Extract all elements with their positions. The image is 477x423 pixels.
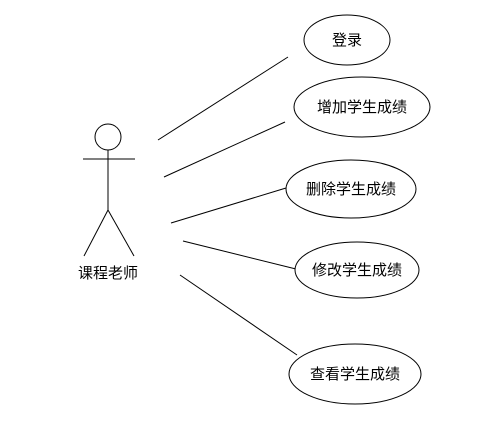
association-line-delete-grades (170, 187, 287, 224)
actor-head (94, 123, 122, 151)
use-case-label: 修改学生成绩 (312, 261, 402, 279)
actor-left-leg (83, 209, 109, 257)
use-case-login[interactable]: 登录 (303, 14, 391, 66)
use-case-ellipse[interactable] (285, 159, 417, 219)
use-case-ellipse[interactable] (303, 14, 391, 66)
use-case-ellipse[interactable] (294, 241, 420, 299)
use-case-add-grades[interactable]: 增加学生成绩 (293, 76, 431, 138)
association-line-view-grades (179, 274, 298, 356)
use-case-ellipse[interactable] (288, 343, 422, 405)
use-case-modify-grades[interactable]: 修改学生成绩 (294, 241, 420, 299)
use-case-label: 增加学生成绩 (317, 98, 407, 116)
actor-right-leg (107, 209, 135, 257)
actor-label: 课程老师 (78, 264, 138, 282)
association-line-login (157, 56, 289, 141)
use-case-label: 删除学生成绩 (306, 180, 396, 198)
use-case-label: 登录 (332, 31, 362, 49)
use-case-ellipse[interactable] (293, 76, 431, 138)
use-case-view-grades[interactable]: 查看学生成绩 (288, 343, 422, 405)
actor-teacher: 课程老师 (78, 123, 138, 282)
use-case-delete-grades[interactable]: 删除学生成绩 (285, 159, 417, 219)
association-line-modify-grades (182, 240, 301, 271)
use-case-label: 查看学生成绩 (310, 365, 400, 383)
association-line-add-grades (163, 121, 286, 178)
